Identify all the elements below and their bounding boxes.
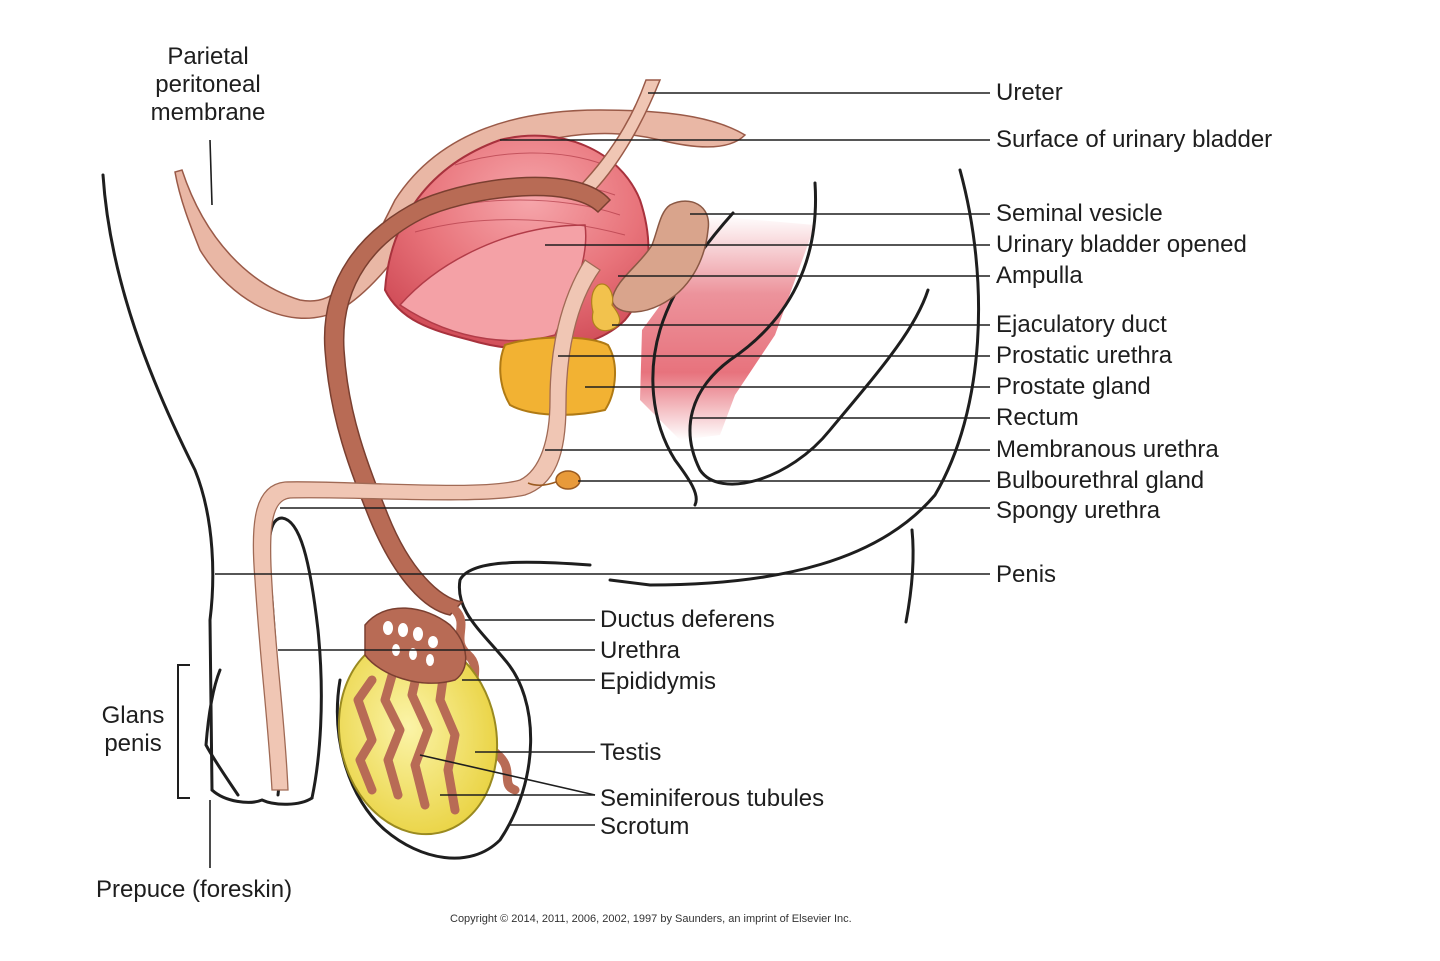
copyright-notice: Copyright © 2014, 2011, 2006, 2002, 1997…: [450, 913, 852, 925]
label-ampulla: Ampulla: [996, 262, 1083, 289]
label-prostatic-urethra: Prostatic urethra: [996, 342, 1173, 369]
label-seminiferous-tubules: Seminiferous tubules: [600, 785, 825, 812]
label-bulbourethral-gland: Bulbourethral gland: [996, 467, 1205, 494]
rectum-shape: [640, 215, 815, 440]
label-parietal-peritoneal-membrane: Parietal peritoneal membrane: [118, 43, 298, 127]
label-scrotum: Scrotum: [600, 813, 690, 840]
label-prepuce: Prepuce (foreskin): [96, 876, 293, 903]
label-ductus-deferens: Ductus deferens: [600, 606, 775, 633]
leader-lines: [209, 92, 990, 868]
urethra-tube: [252, 259, 601, 791]
label-ureter: Ureter: [996, 79, 1063, 106]
label-membranous-urethra: Membranous urethra: [996, 436, 1219, 463]
label-urethra: Urethra: [600, 637, 681, 664]
label-surface-of-urinary-bladder: Surface of urinary bladder: [996, 126, 1273, 153]
label-parietal-line-2: peritoneal: [155, 71, 261, 98]
glans-bracket: [177, 664, 190, 799]
label-spongy-urethra: Spongy urethra: [996, 497, 1161, 524]
epididymis-lumens: [383, 621, 438, 666]
bulbourethral-gland-shape: [555, 470, 581, 490]
label-glans-penis: Glans penis: [88, 702, 178, 758]
ampulla-shape: [591, 283, 621, 332]
label-urinary-bladder-opened: Urinary bladder opened: [996, 231, 1247, 258]
label-penis: Penis: [996, 561, 1057, 588]
label-epididymis: Epididymis: [600, 668, 717, 695]
label-ejaculatory-duct: Ejaculatory duct: [996, 311, 1167, 338]
label-rectum: Rectum: [996, 404, 1079, 431]
label-parietal-line-3: membrane: [150, 99, 266, 126]
ductus-deferens-shape: [323, 176, 612, 616]
body-outline: [101, 168, 981, 860]
label-prostate-gland: Prostate gland: [996, 373, 1151, 400]
label-seminal-vesicle: Seminal vesicle: [996, 200, 1163, 227]
label-glans-line-1: Glans: [101, 702, 165, 729]
label-glans-line-2: penis: [104, 730, 162, 757]
seminiferous-tubules-shape: [353, 655, 460, 815]
label-parietal-line-1: Parietal: [167, 43, 249, 70]
label-testis: Testis: [600, 739, 662, 766]
